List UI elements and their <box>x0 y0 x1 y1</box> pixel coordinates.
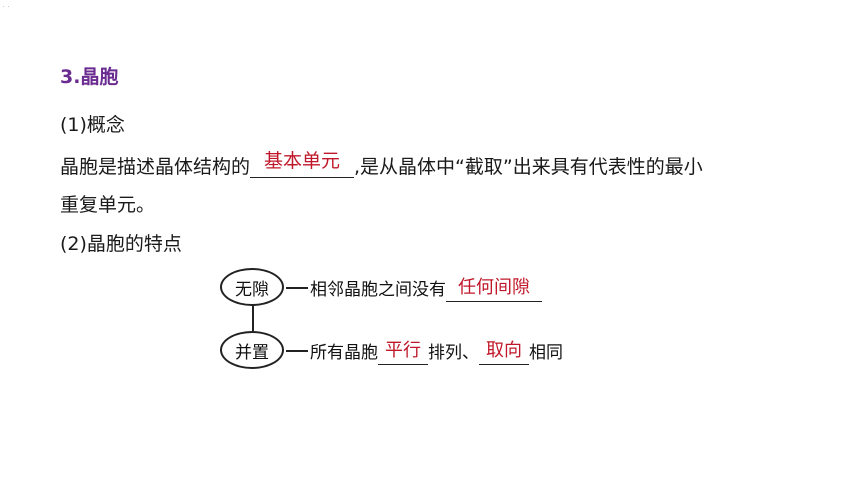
node2-blank-2: 取向 <box>479 338 529 365</box>
answer-parallel: 平行 <box>385 340 421 361</box>
node-no-gap: 无隙 <box>220 268 284 306</box>
node-juxtaposed: 并置 <box>220 331 284 369</box>
section-heading: 3.晶胞 <box>60 66 119 88</box>
dash-2 <box>286 350 308 352</box>
node2-blank-1: 平行 <box>378 338 428 365</box>
corner-mark: . . <box>2 0 10 9</box>
concept-text-after: ,是从晶体中“截取”出来具有代表性的最小 <box>354 156 703 178</box>
answer-any-gap: 任何间隙 <box>458 277 530 298</box>
node2-text-after: 相同 <box>529 343 563 363</box>
answer-orientation: 取向 <box>486 340 522 361</box>
node1-description: 相邻晶胞之间没有任何间隙 <box>310 275 542 302</box>
dash-1 <box>286 287 308 289</box>
concept-label: (1)概念 <box>60 114 125 136</box>
concept-text-before: 晶胞是描述晶体结构的 <box>60 156 251 178</box>
concept-line-1: 晶胞是描述晶体结构的基本单元 ,是从晶体中“截取”出来具有代表性的最小 <box>60 152 703 178</box>
features-diagram: 无隙 并置 相邻晶胞之间没有任何间隙 所有晶胞平行排列、取向相同 <box>214 262 634 374</box>
concept-line-2: 重复单元。 <box>60 194 156 216</box>
node2-text-before: 所有晶胞 <box>310 343 378 363</box>
answer-basic-unit: 基本单元 <box>264 150 341 172</box>
connector-line <box>252 305 254 331</box>
node1-text: 相邻晶胞之间没有 <box>310 280 446 300</box>
answer-blank-1: 基本单元 <box>250 152 355 178</box>
node2-text-middle: 排列、 <box>428 343 479 363</box>
features-label: (2)晶胞的特点 <box>60 233 182 255</box>
node1-blank: 任何间隙 <box>446 275 542 302</box>
node2-description: 所有晶胞平行排列、取向相同 <box>310 338 563 365</box>
